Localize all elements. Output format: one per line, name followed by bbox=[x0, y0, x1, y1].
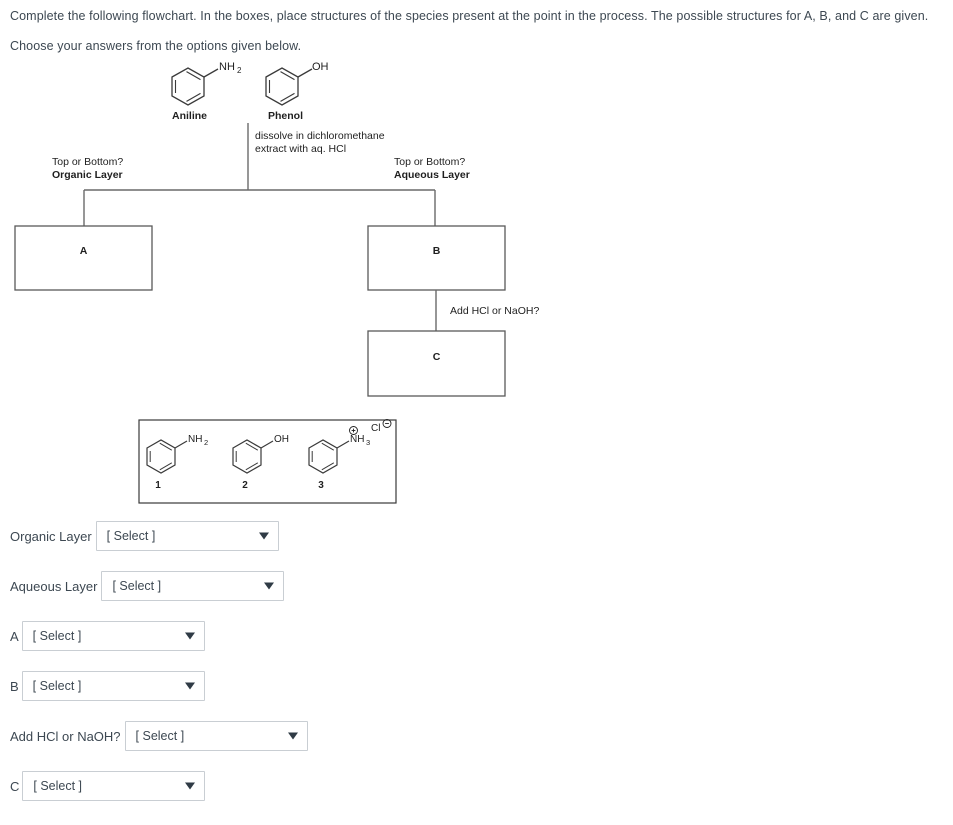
svg-text:NH: NH bbox=[350, 434, 364, 445]
answer-row-b: B [ Select ] bbox=[10, 671, 205, 701]
flowchart-box-c: C bbox=[367, 330, 506, 397]
process-note-line-2: extract with aq. HCl bbox=[255, 143, 346, 155]
option-1-number: 1 bbox=[155, 480, 161, 491]
option-2-structure: OH 2 bbox=[232, 434, 289, 491]
select-b[interactable]: [ Select ] bbox=[21, 671, 205, 701]
box-b-label: B bbox=[433, 245, 441, 257]
select-aqueous-layer-value: [ Select ] bbox=[112, 579, 162, 593]
svg-text:OH: OH bbox=[274, 434, 289, 445]
process-note-line-1: dissolve in dichloromethane bbox=[255, 130, 385, 142]
flowchart-diagram: NH 2 Aniline OH Phenol dissolve in dichl… bbox=[0, 55, 953, 515]
svg-text:2: 2 bbox=[204, 438, 208, 447]
chevron-down-icon bbox=[264, 582, 275, 590]
flowchart-box-b: B bbox=[367, 225, 506, 291]
answer-row-organic-layer: Organic Layer [ Select ] bbox=[10, 521, 279, 551]
chevron-down-icon bbox=[184, 682, 195, 690]
aniline-substituent-label: NH bbox=[219, 61, 235, 73]
svg-text:NH: NH bbox=[188, 434, 202, 445]
answer-row-aqueous-layer: Aqueous Layer [ Select ] bbox=[10, 571, 285, 601]
right-branch-question: Top or Bottom? bbox=[394, 156, 465, 168]
structure-aniline: NH 2 Aniline bbox=[171, 61, 242, 122]
answer-label-add-hcl-or-naoh: Add HCl or NaOH? bbox=[10, 728, 121, 744]
svg-text:3: 3 bbox=[366, 438, 370, 447]
chevron-down-icon bbox=[185, 782, 196, 790]
box-a-label: A bbox=[80, 245, 88, 257]
question-prompt-line-1: Complete the following flowchart. In the… bbox=[10, 9, 929, 23]
left-branch-question: Top or Bottom? bbox=[52, 156, 123, 168]
right-branch-layer: Aqueous Layer bbox=[394, 169, 470, 181]
select-a[interactable]: [ Select ] bbox=[21, 621, 205, 651]
phenol-substituent-label: OH bbox=[312, 61, 329, 73]
select-c[interactable]: [ Select ] bbox=[22, 771, 206, 801]
select-add-hcl-or-naoh[interactable]: [ Select ] bbox=[124, 721, 308, 751]
options-panel: NH 2 1 OH 2 NH 3 Cl bbox=[138, 419, 397, 504]
option-3-number: 3 bbox=[318, 480, 324, 491]
phenol-name-label: Phenol bbox=[268, 110, 303, 122]
answer-label-a: A bbox=[10, 628, 19, 644]
svg-text:2: 2 bbox=[237, 66, 242, 75]
answer-label-organic-layer: Organic Layer bbox=[10, 528, 92, 544]
svg-text:Cl: Cl bbox=[371, 423, 380, 434]
select-add-hcl-or-naoh-value: [ Select ] bbox=[135, 729, 185, 743]
select-c-value: [ Select ] bbox=[33, 779, 83, 793]
chevron-down-icon bbox=[287, 732, 298, 740]
select-aqueous-layer[interactable]: [ Select ] bbox=[101, 571, 285, 601]
chevron-down-icon bbox=[184, 632, 195, 640]
answer-row-a: A [ Select ] bbox=[10, 621, 205, 651]
box-c-label: C bbox=[433, 351, 441, 363]
flowchart-box-a: A bbox=[14, 225, 153, 291]
answer-row-add-hcl-or-naoh: Add HCl or NaOH? [ Select ] bbox=[10, 721, 308, 751]
question-prompt-line-2: Choose your answers from the options giv… bbox=[10, 39, 302, 53]
aniline-name-label: Aniline bbox=[172, 110, 207, 122]
answer-label-c: C bbox=[10, 778, 20, 794]
select-organic-layer-value: [ Select ] bbox=[106, 529, 156, 543]
edge-label-add-hcl-or-naoh: Add HCl or NaOH? bbox=[450, 305, 539, 317]
answer-label-aqueous-layer: Aqueous Layer bbox=[10, 578, 98, 594]
option-3-structure: NH 3 Cl 3 bbox=[308, 419, 392, 491]
left-branch-layer: Organic Layer bbox=[52, 169, 123, 181]
option-1-structure: NH 2 1 bbox=[146, 434, 208, 491]
select-organic-layer[interactable]: [ Select ] bbox=[95, 521, 279, 551]
chevron-down-icon bbox=[258, 532, 269, 540]
select-b-value: [ Select ] bbox=[32, 679, 82, 693]
answer-label-b: B bbox=[10, 678, 19, 694]
select-a-value: [ Select ] bbox=[32, 629, 82, 643]
structure-phenol: OH Phenol bbox=[265, 61, 329, 122]
option-2-number: 2 bbox=[242, 480, 248, 491]
answer-row-c: C [ Select ] bbox=[10, 771, 206, 801]
